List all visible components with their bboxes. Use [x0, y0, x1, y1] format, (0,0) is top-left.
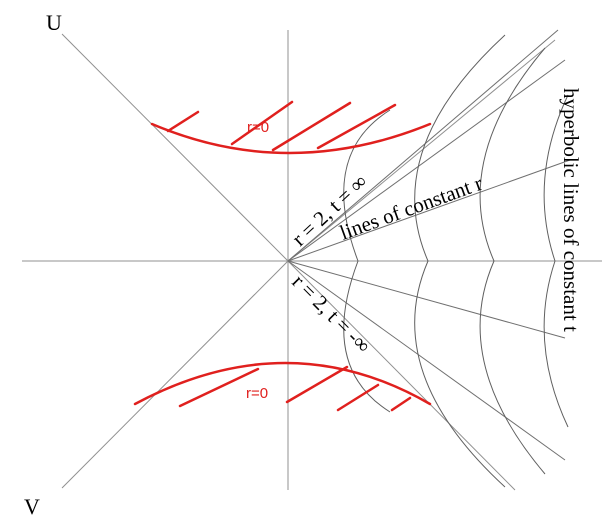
hyperbola [479, 47, 546, 475]
u-axis-line [61, 33, 289, 262]
hyperbola [414, 34, 506, 488]
hyperbola [543, 94, 569, 428]
constant-r-hyperbolas [343, 34, 569, 488]
bottom-singularity-curve [133, 361, 432, 406]
top-singularity-label: r=0 [247, 119, 269, 136]
radial-line [287, 260, 566, 461]
v-axis-label: V [24, 494, 40, 519]
bottom-hatch [336, 383, 380, 412]
radial-line [287, 59, 566, 262]
top-hatch [166, 110, 200, 133]
bottom-hatch [390, 396, 412, 412]
radial-line [287, 29, 559, 262]
top-hatch [271, 101, 352, 152]
radial-line [287, 159, 571, 262]
past-horizon-line [287, 260, 516, 491]
radial-line [287, 260, 566, 339]
past-horizon-label: r = 2, t = -∞ [287, 270, 375, 358]
bottom-singularity-label: r=0 [246, 385, 268, 402]
top-singularity-curve [150, 122, 432, 155]
constant-t-hyperbolas-label: hyperbolic lines of constant t [559, 88, 583, 332]
top-hatch [230, 100, 294, 146]
u-axis-label: U [46, 10, 62, 35]
bottom-hatch [178, 367, 260, 408]
singularities [133, 100, 432, 412]
future-horizon-line [287, 39, 556, 262]
axes [22, 30, 602, 491]
constant-t-lines [287, 29, 571, 461]
top-hatch [316, 103, 397, 150]
v-axis-line [61, 260, 289, 489]
bottom-hatch [285, 365, 349, 404]
hyperbola [343, 109, 391, 413]
